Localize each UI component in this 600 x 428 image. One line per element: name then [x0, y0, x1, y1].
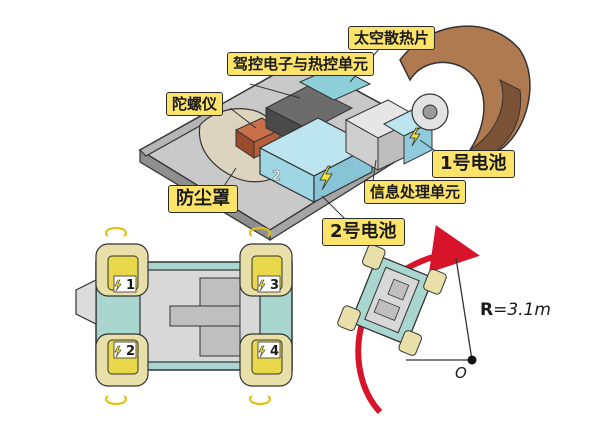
turning-diagram — [337, 225, 480, 415]
rotate-arrow-icon — [248, 395, 272, 406]
top-view-block-b — [169, 305, 241, 327]
shell-inner — [468, 78, 522, 157]
rover-top-view: 1 2 3 4 — [75, 226, 293, 406]
label-nav-control: 驾控电子与热控单元 — [227, 52, 375, 76]
turn-center-label: O — [455, 364, 467, 382]
label-dust-cover: 防尘罩 — [168, 185, 238, 213]
wheel-number-3: 3 — [270, 278, 279, 293]
bolt-icon — [258, 345, 266, 358]
label-info-processing: 信息处理单元 — [364, 180, 467, 204]
rotate-arrow-icon — [248, 226, 272, 237]
label-gyroscope: 陀螺仪 — [166, 92, 224, 116]
bolt-icon — [114, 279, 122, 292]
label-solar-panel: 太空散热片 — [348, 26, 436, 50]
wheel-number-1: 1 — [126, 278, 135, 293]
label-battery-1: 1号电池 — [432, 150, 515, 178]
rotated-rover — [337, 244, 447, 356]
radius-value: =3.1m — [493, 300, 551, 320]
bolt-icon — [319, 165, 333, 191]
rotate-arrow-icon — [104, 226, 128, 237]
bolt-icon — [258, 279, 266, 292]
wheel-number-2: 2 — [126, 344, 135, 359]
rear-wheel-hub — [422, 104, 438, 120]
radius-symbol: R — [480, 300, 494, 320]
top-view-block-c — [199, 325, 241, 357]
top-view-block-a — [199, 277, 241, 309]
bolt-icon — [409, 127, 421, 147]
wheel-number-4: 4 — [270, 344, 279, 359]
radius-annotation: R=3.1m — [480, 300, 551, 320]
battery-2-tag: 2 — [272, 169, 281, 184]
bolt-icon — [114, 345, 122, 358]
rotate-arrow-icon — [104, 395, 128, 406]
top-view-nose — [75, 279, 97, 325]
turn-center-point — [467, 355, 477, 365]
radius-line — [455, 257, 473, 361]
label-battery-2: 2号电池 — [322, 218, 405, 246]
